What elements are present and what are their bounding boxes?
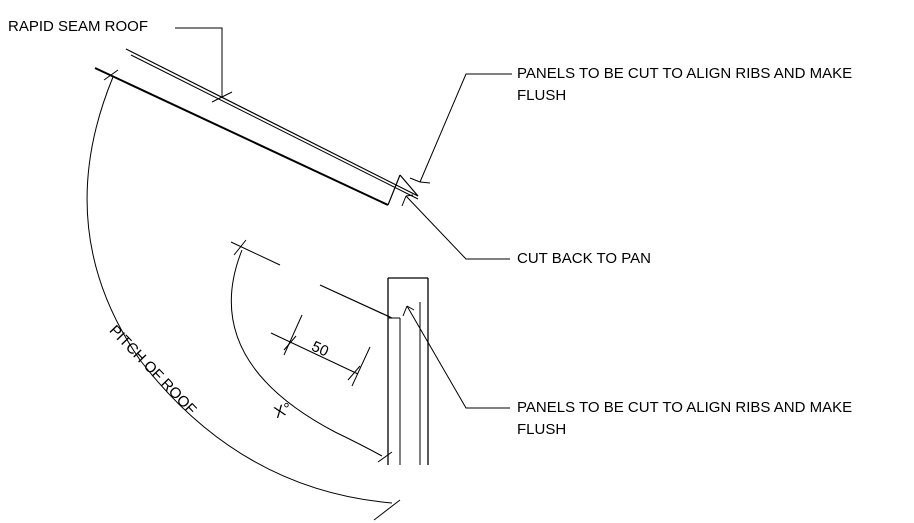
panels-top-leader xyxy=(419,73,512,183)
angle-tick-top xyxy=(233,239,247,256)
panels-bottom-leader xyxy=(406,305,510,409)
rapid-seam-roof-label: RAPID SEAM ROOF xyxy=(8,18,149,35)
cut-back-arrow-b xyxy=(405,194,414,197)
cut-back-label: CUT BACK TO PAN xyxy=(517,250,651,267)
cut-back-leader xyxy=(405,195,510,260)
roof-panel-fold xyxy=(387,174,401,206)
roof-panel-top-line xyxy=(125,48,419,197)
panels-note-bottom-line1: PANELS TO BE CUT TO ALIGN RIBS AND MAKE xyxy=(517,399,853,416)
dim-50-ext-right xyxy=(351,346,371,387)
panels-bottom-arrow-a xyxy=(402,305,408,317)
roof-panel-top-line-inner xyxy=(130,54,419,200)
dim-50-ext-left xyxy=(283,314,303,356)
panels-top-arrow-a xyxy=(409,177,421,183)
dim-50-tick-right xyxy=(347,365,361,381)
sloped-line-into-wall xyxy=(319,284,393,319)
dim-50-line xyxy=(270,332,359,375)
rapid-seam-leader xyxy=(175,27,223,98)
angle-arc xyxy=(230,249,383,457)
pitch-arc xyxy=(86,76,393,504)
cut-back-arrow-a xyxy=(401,195,407,207)
rapid-seam-arrow-tick xyxy=(211,91,233,103)
dim-50-tick-left xyxy=(283,335,297,351)
panels-note-top-line2: FLUSH xyxy=(517,87,567,104)
panels-top-arrow-b xyxy=(419,181,431,184)
pitch-tick-bottom xyxy=(373,499,401,521)
angle-ext-line xyxy=(230,241,281,266)
pitch-tick-top xyxy=(103,69,119,81)
roof-panel-end xyxy=(399,174,419,197)
roof-panel-bottom-line xyxy=(94,67,389,206)
panels-note-top-line1: PANELS TO BE CUT TO ALIGN RIBS AND MAKE xyxy=(517,65,853,82)
panels-note-bottom-line2: FLUSH xyxy=(517,421,567,438)
panels-bottom-arrow-b xyxy=(406,305,415,311)
angle-tick-bottom xyxy=(377,451,393,463)
